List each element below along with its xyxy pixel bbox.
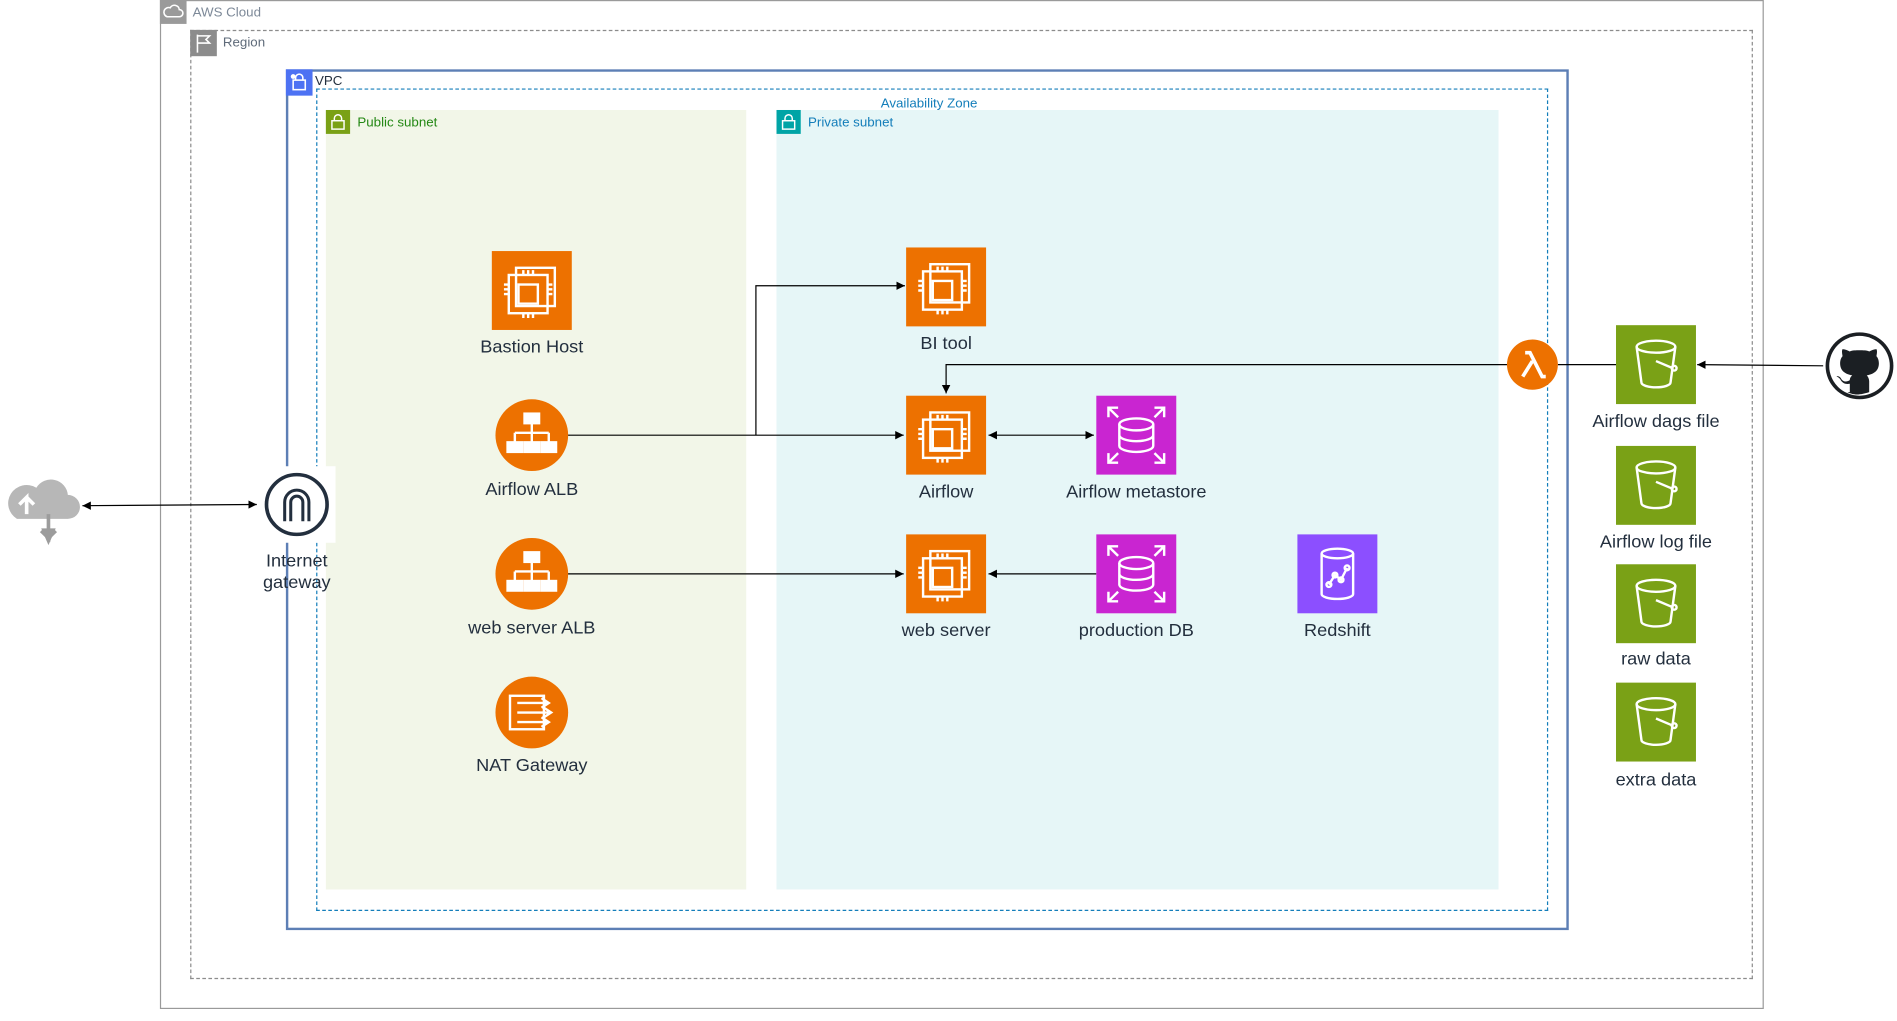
web-server-ec2-icon xyxy=(906,534,987,614)
bi-tool-label: BI tool xyxy=(920,333,972,354)
bastion-host-label: Bastion Host xyxy=(480,337,584,358)
extra-data-label: extra data xyxy=(1615,769,1697,791)
region-label: Region xyxy=(222,35,266,51)
airflow-alb-icon xyxy=(495,399,569,472)
web-server-alb-icon xyxy=(495,537,569,610)
private-subnet-lock-icon xyxy=(776,109,801,134)
edge-cloud-internet-gateway xyxy=(82,500,257,510)
airflow-alb-label: Airflow ALB xyxy=(485,479,579,500)
web-server-label: web server xyxy=(901,620,991,641)
airflow-label: Airflow xyxy=(918,481,974,503)
internet-cloud-icon xyxy=(0,466,85,550)
private-subnet-group xyxy=(776,109,1499,890)
internet-gateway-label-line1: Internet xyxy=(265,551,328,572)
extra-data-s3-icon xyxy=(1616,682,1696,762)
aws-cloud-label: AWS Cloud xyxy=(192,5,261,21)
airflow-ec2-icon xyxy=(906,395,987,475)
nat-gateway-icon xyxy=(495,676,569,749)
edge-github-dags xyxy=(1697,360,1824,369)
airflow-log-file-s3-icon xyxy=(1616,445,1696,525)
raw-data-label: raw data xyxy=(1621,649,1691,670)
bi-tool-ec2-icon xyxy=(906,247,987,327)
edge-lambda-airflow xyxy=(941,364,1507,394)
redshift-icon xyxy=(1297,534,1378,614)
airflow-metastore-rds-icon xyxy=(1096,395,1177,475)
web-server-alb-label: web server ALB xyxy=(468,618,596,639)
availability-zone-label: Availability Zone xyxy=(880,96,978,112)
airflow-dags-file-s3-icon xyxy=(1616,325,1696,405)
airflow-log-file-label: Airflow log file xyxy=(1599,531,1713,553)
vpc-label: VPC xyxy=(314,74,343,89)
aws-cloud-icon xyxy=(159,0,187,24)
public-subnet-label: Public subnet xyxy=(357,115,438,131)
public-subnet-lock-icon xyxy=(325,109,351,134)
production-db-rds-icon xyxy=(1096,534,1177,614)
production-db-label: production DB xyxy=(1078,620,1194,641)
github-icon xyxy=(1823,330,1896,402)
internet-gateway-icon xyxy=(258,466,336,543)
airflow-metastore-label: Airflow metastore xyxy=(1066,481,1207,503)
private-subnet-label: Private subnet xyxy=(808,115,894,131)
airflow-dags-file-label: Airflow dags file xyxy=(1592,411,1720,432)
vpc-icon xyxy=(285,69,313,96)
redshift-label: Redshift xyxy=(1304,620,1371,641)
bastion-host-ec2-icon xyxy=(491,251,572,330)
lambda-icon xyxy=(1506,339,1558,390)
nat-gateway-label: NAT Gateway xyxy=(476,755,588,776)
internet-gateway-label-line2: gateway xyxy=(262,572,331,593)
region-flag-icon xyxy=(190,29,217,57)
public-subnet-group xyxy=(325,109,747,890)
edge-airflow-alb-bi-tool xyxy=(755,281,905,436)
raw-data-s3-icon xyxy=(1616,564,1696,644)
